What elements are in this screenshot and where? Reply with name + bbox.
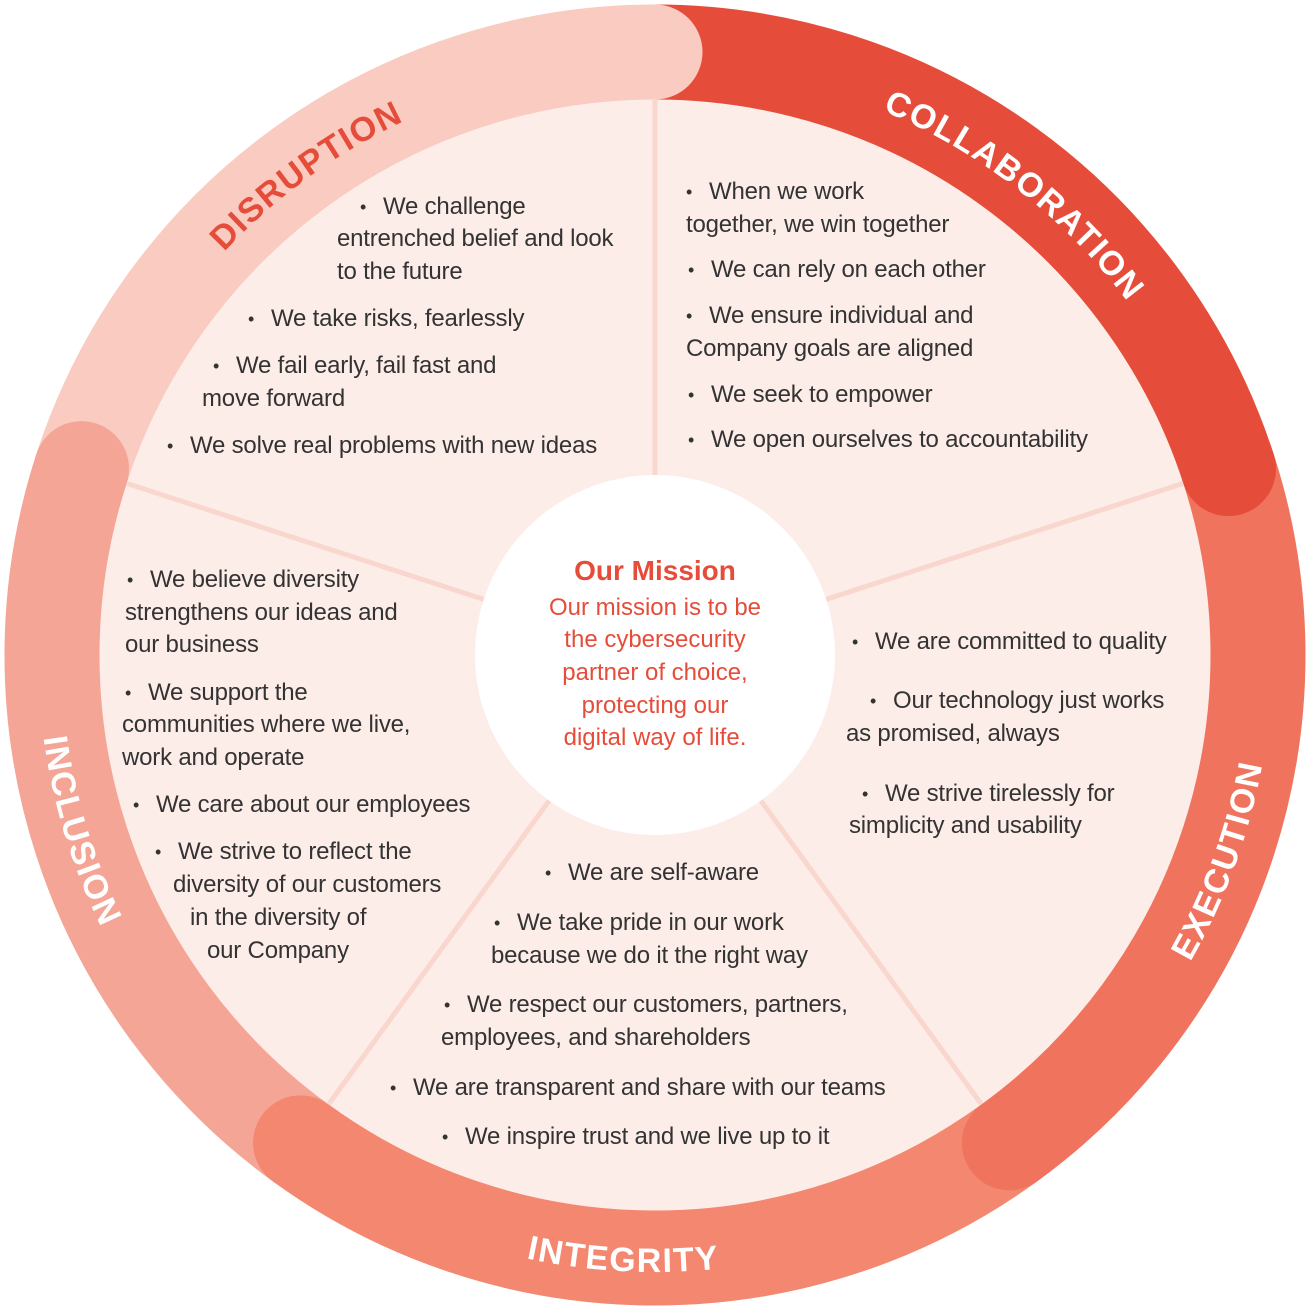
- inclusion-value: communities where we live,: [122, 711, 411, 738]
- integrity-value: We take pride in our work: [494, 906, 784, 940]
- collaboration-arc-cap: [1180, 421, 1276, 517]
- integrity-arc-cap: [253, 1095, 349, 1191]
- mission-line: the cybersecurity: [564, 626, 746, 653]
- disruption-arc-cap: [607, 4, 703, 100]
- segment-divider: [758, 799, 984, 1106]
- inclusion-value: We believe diversity: [127, 563, 359, 597]
- inclusion-value: We care about our employees: [133, 788, 471, 822]
- collaboration-value: Company goals are aligned: [686, 335, 974, 362]
- segment-divider: [825, 481, 1184, 602]
- disruption-value: We take risks, fearlessly: [248, 302, 524, 336]
- execution-value: Our technology just works: [870, 684, 1164, 718]
- collaboration-value: We open ourselves to accountability: [688, 423, 1088, 457]
- inclusion-value: We strive to reflect the: [155, 835, 412, 869]
- integrity-arc: [272, 1104, 1038, 1306]
- disruption-value: move forward: [202, 385, 345, 412]
- integrity-value: We are transparent and share with our te…: [390, 1071, 886, 1105]
- inclusion-value: We support the: [125, 676, 308, 710]
- segment-divider: [326, 799, 552, 1106]
- execution-value: We strive tirelessly for: [862, 777, 1115, 811]
- disruption-value: We fail early, fail fast and: [213, 349, 497, 383]
- collaboration-value: When we work: [686, 175, 864, 209]
- integrity-value: We are self-aware: [545, 856, 759, 890]
- inclusion-arc-cap: [34, 421, 130, 517]
- integrity-value: employees, and shareholders: [441, 1024, 751, 1051]
- mission-line: protecting our: [581, 692, 729, 719]
- mission-line: partner of choice,: [562, 659, 748, 686]
- disruption-value: to the future: [337, 258, 463, 285]
- integrity-value: We respect our customers, partners,: [444, 988, 848, 1022]
- disruption-arc: [36, 4, 656, 484]
- inclusion-value: diversity of our customers: [173, 871, 442, 898]
- mission-circle: [475, 475, 835, 835]
- integrity-value: We inspire trust and we live up to it: [442, 1120, 830, 1154]
- execution-value: We are committed to quality: [852, 625, 1167, 659]
- segment-divider: [126, 481, 485, 602]
- execution-value: as promised, always: [846, 720, 1060, 747]
- execution-arc: [981, 454, 1306, 1182]
- mission-line: digital way of life.: [563, 724, 747, 751]
- disruption-value: We solve real problems with new ideas: [167, 429, 597, 463]
- inclusion-value: our Company: [207, 937, 349, 964]
- inclusion-value: strengthens our ideas and: [125, 599, 398, 626]
- execution-value: simplicity and usability: [849, 812, 1082, 839]
- collaboration-value: We seek to empower: [688, 378, 933, 412]
- mission-line: Our mission is to be: [548, 594, 762, 621]
- inclusion-value: in the diversity of: [190, 904, 367, 931]
- collaboration-value: We ensure individual and: [686, 299, 973, 333]
- collaboration-arc: [654, 4, 1274, 484]
- inclusion-value: work and operate: [122, 744, 305, 771]
- execution-arc-cap: [961, 1095, 1057, 1191]
- disruption-value: entrenched belief and look: [337, 225, 614, 252]
- inclusion-value: our business: [125, 631, 259, 658]
- inclusion-arc: [4, 454, 329, 1182]
- collaboration-value: together, we win together: [686, 211, 950, 238]
- disruption-value: We challenge: [360, 190, 526, 224]
- mission-title: Our Mission: [574, 555, 736, 586]
- integrity-value: because we do it the right way: [491, 942, 808, 969]
- collaboration-value: We can rely on each other: [688, 253, 986, 287]
